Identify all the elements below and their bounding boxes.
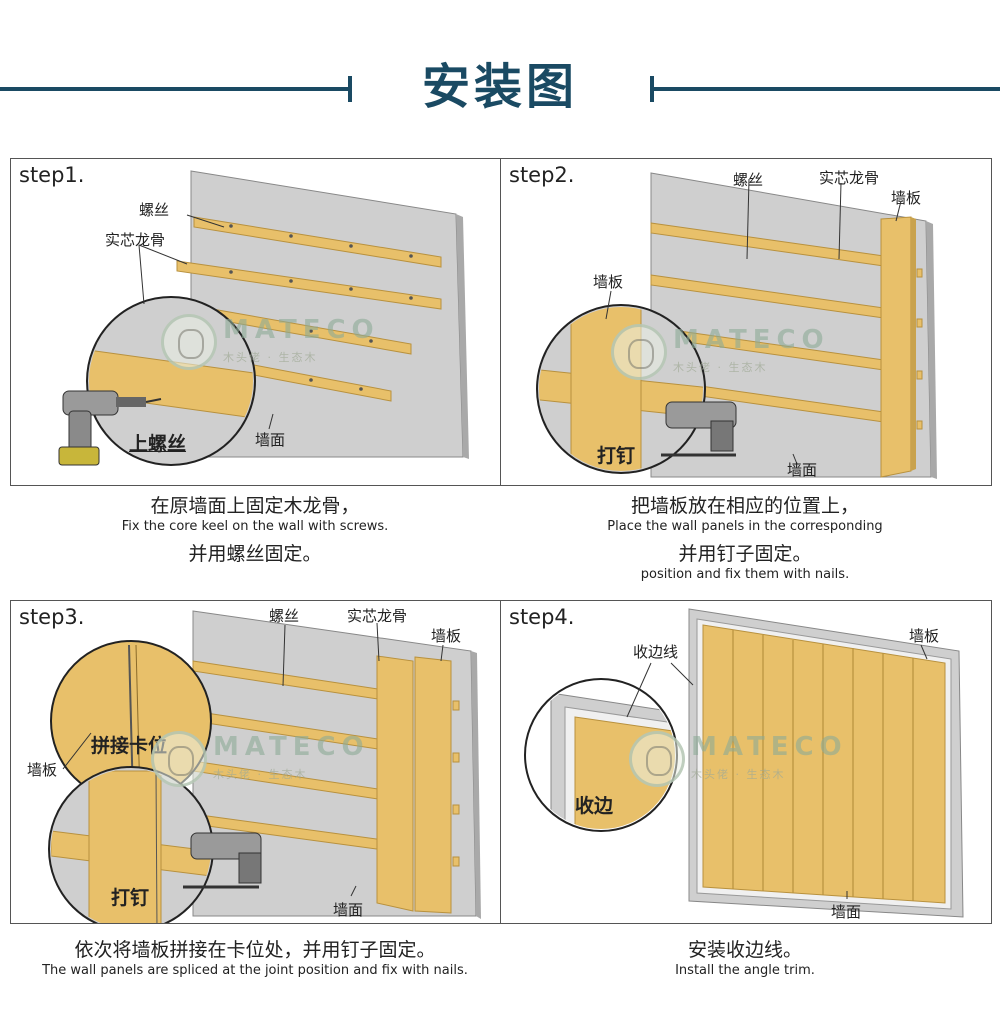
watermark: MATECO 木头佬 · 生态木 [611, 319, 841, 389]
step4-wall-label: 墙面 [831, 903, 862, 921]
step4-caption-en-1: Install the angle trim. [675, 963, 815, 978]
watermark-brand: MATECO [691, 732, 848, 762]
step4-caption-cn-1: 安装收边线。 [687, 939, 802, 961]
step1-panel: step1. 螺丝 实芯龙骨 墙面 上螺丝 MATECO 木头佬 · 生态木 [10, 158, 502, 486]
step2-panel-left-label: 墙板 [593, 273, 624, 291]
step3-keel-label: 实芯龙骨 [347, 607, 408, 625]
step2-label: step2. [509, 163, 575, 187]
step1-caption-en-1: Fix the core keel on the wall with screw… [121, 519, 389, 534]
step3-panel-top-label: 墙板 [431, 627, 462, 645]
mascot-logo-icon [151, 731, 207, 787]
step2-caption-cn-1: 把墙板放在相应的位置上， [630, 495, 859, 517]
step4-panel-label: 墙板 [909, 627, 940, 645]
mascot-logo-icon [629, 731, 685, 787]
step2-screw-label: 螺丝 [733, 171, 764, 189]
watermark-tagline: 木头佬 · 生态木 [213, 768, 308, 781]
step2-panel-top-label: 墙板 [891, 189, 922, 207]
step2-caption-cn-2: 并用钉子固定。 [678, 543, 812, 565]
watermark: MATECO 木头佬 · 生态木 [629, 726, 859, 796]
step1-caption: 在原墙面上固定木龙骨， Fix the core keel on the wal… [10, 494, 500, 566]
step1-action-label: 上螺丝 [129, 433, 187, 455]
watermark-brand: MATECO [223, 315, 380, 345]
step2-action-label: 打钉 [597, 445, 636, 467]
step2-keel-label: 实芯龙骨 [819, 169, 880, 187]
step4-panel: step4. 收边线 墙板 墙面 收边 MATECO 木头佬 · 生态木 [500, 600, 992, 924]
step1-screw-label: 螺丝 [139, 201, 170, 219]
step4-illustration [524, 608, 964, 918]
step3-panel: step3. 螺丝 实芯龙骨 墙板 墙板 墙面 拼接卡位 打钉 MATECO 木… [10, 600, 502, 924]
step2-wall-label: 墙面 [787, 461, 818, 479]
header: 安装图 [0, 52, 1000, 122]
step4-trim-label: 收边线 [633, 643, 679, 661]
step3-screw-label: 螺丝 [269, 607, 300, 625]
step3-caption: 依次将墙板拼接在卡位处，并用钉子固定。 The wall panels are … [10, 938, 500, 980]
step1-wall-label: 墙面 [255, 431, 286, 449]
step2-caption: 把墙板放在相应的位置上， Place the wall panels in th… [500, 494, 990, 584]
mascot-logo-icon [161, 314, 217, 370]
mascot-logo-icon [611, 324, 667, 380]
step3-action-top-label: 拼接卡位 [91, 735, 168, 757]
step1-caption-cn-2: 并用螺丝固定。 [188, 543, 322, 565]
step4-caption: 安装收边线。 Install the angle trim. [500, 938, 990, 980]
step1-illustration [58, 170, 469, 466]
step2-panel: step2. 螺丝 实芯龙骨 墙板 墙板 墙面 打钉 MATECO 木头佬 · … [500, 158, 992, 486]
watermark-tagline: 木头佬 · 生态木 [223, 351, 318, 364]
step3-caption-cn-1: 依次将墙板拼接在卡位处，并用钉子固定。 [74, 939, 436, 961]
step2-caption-en-2: position and fix them with nails. [640, 567, 850, 582]
step2-caption-en-1: Place the wall panels in the correspondi… [607, 519, 883, 534]
title-rule-left [0, 87, 352, 91]
watermark-tagline: 木头佬 · 生态木 [691, 768, 786, 781]
step3-illustration [48, 610, 481, 923]
step3-wall-label: 墙面 [333, 901, 364, 919]
step1-label: step1. [19, 163, 85, 187]
step3-caption-en-1: The wall panels are spliced at the joint… [42, 963, 468, 978]
page-title: 安装图 [421, 59, 578, 115]
step1-caption-cn-1: 在原墙面上固定木龙骨， [150, 495, 360, 517]
watermark: MATECO 木头佬 · 生态木 [161, 309, 391, 379]
step4-label: step4. [509, 605, 575, 629]
step3-panel-left-label: 墙板 [27, 761, 58, 779]
title-rule-right [650, 87, 1000, 91]
step3-action-bottom-label: 打钉 [111, 887, 150, 909]
title-rule-left-tick [348, 76, 352, 102]
watermark-brand: MATECO [213, 732, 370, 762]
watermark: MATECO 木头佬 · 生态木 [151, 726, 381, 796]
step4-action-label: 收边 [575, 795, 614, 817]
step2-illustration [536, 172, 937, 479]
watermark-brand: MATECO [673, 325, 830, 355]
step1-keel-label: 实芯龙骨 [105, 231, 166, 249]
step3-label: step3. [19, 605, 85, 629]
watermark-tagline: 木头佬 · 生态木 [673, 361, 768, 374]
